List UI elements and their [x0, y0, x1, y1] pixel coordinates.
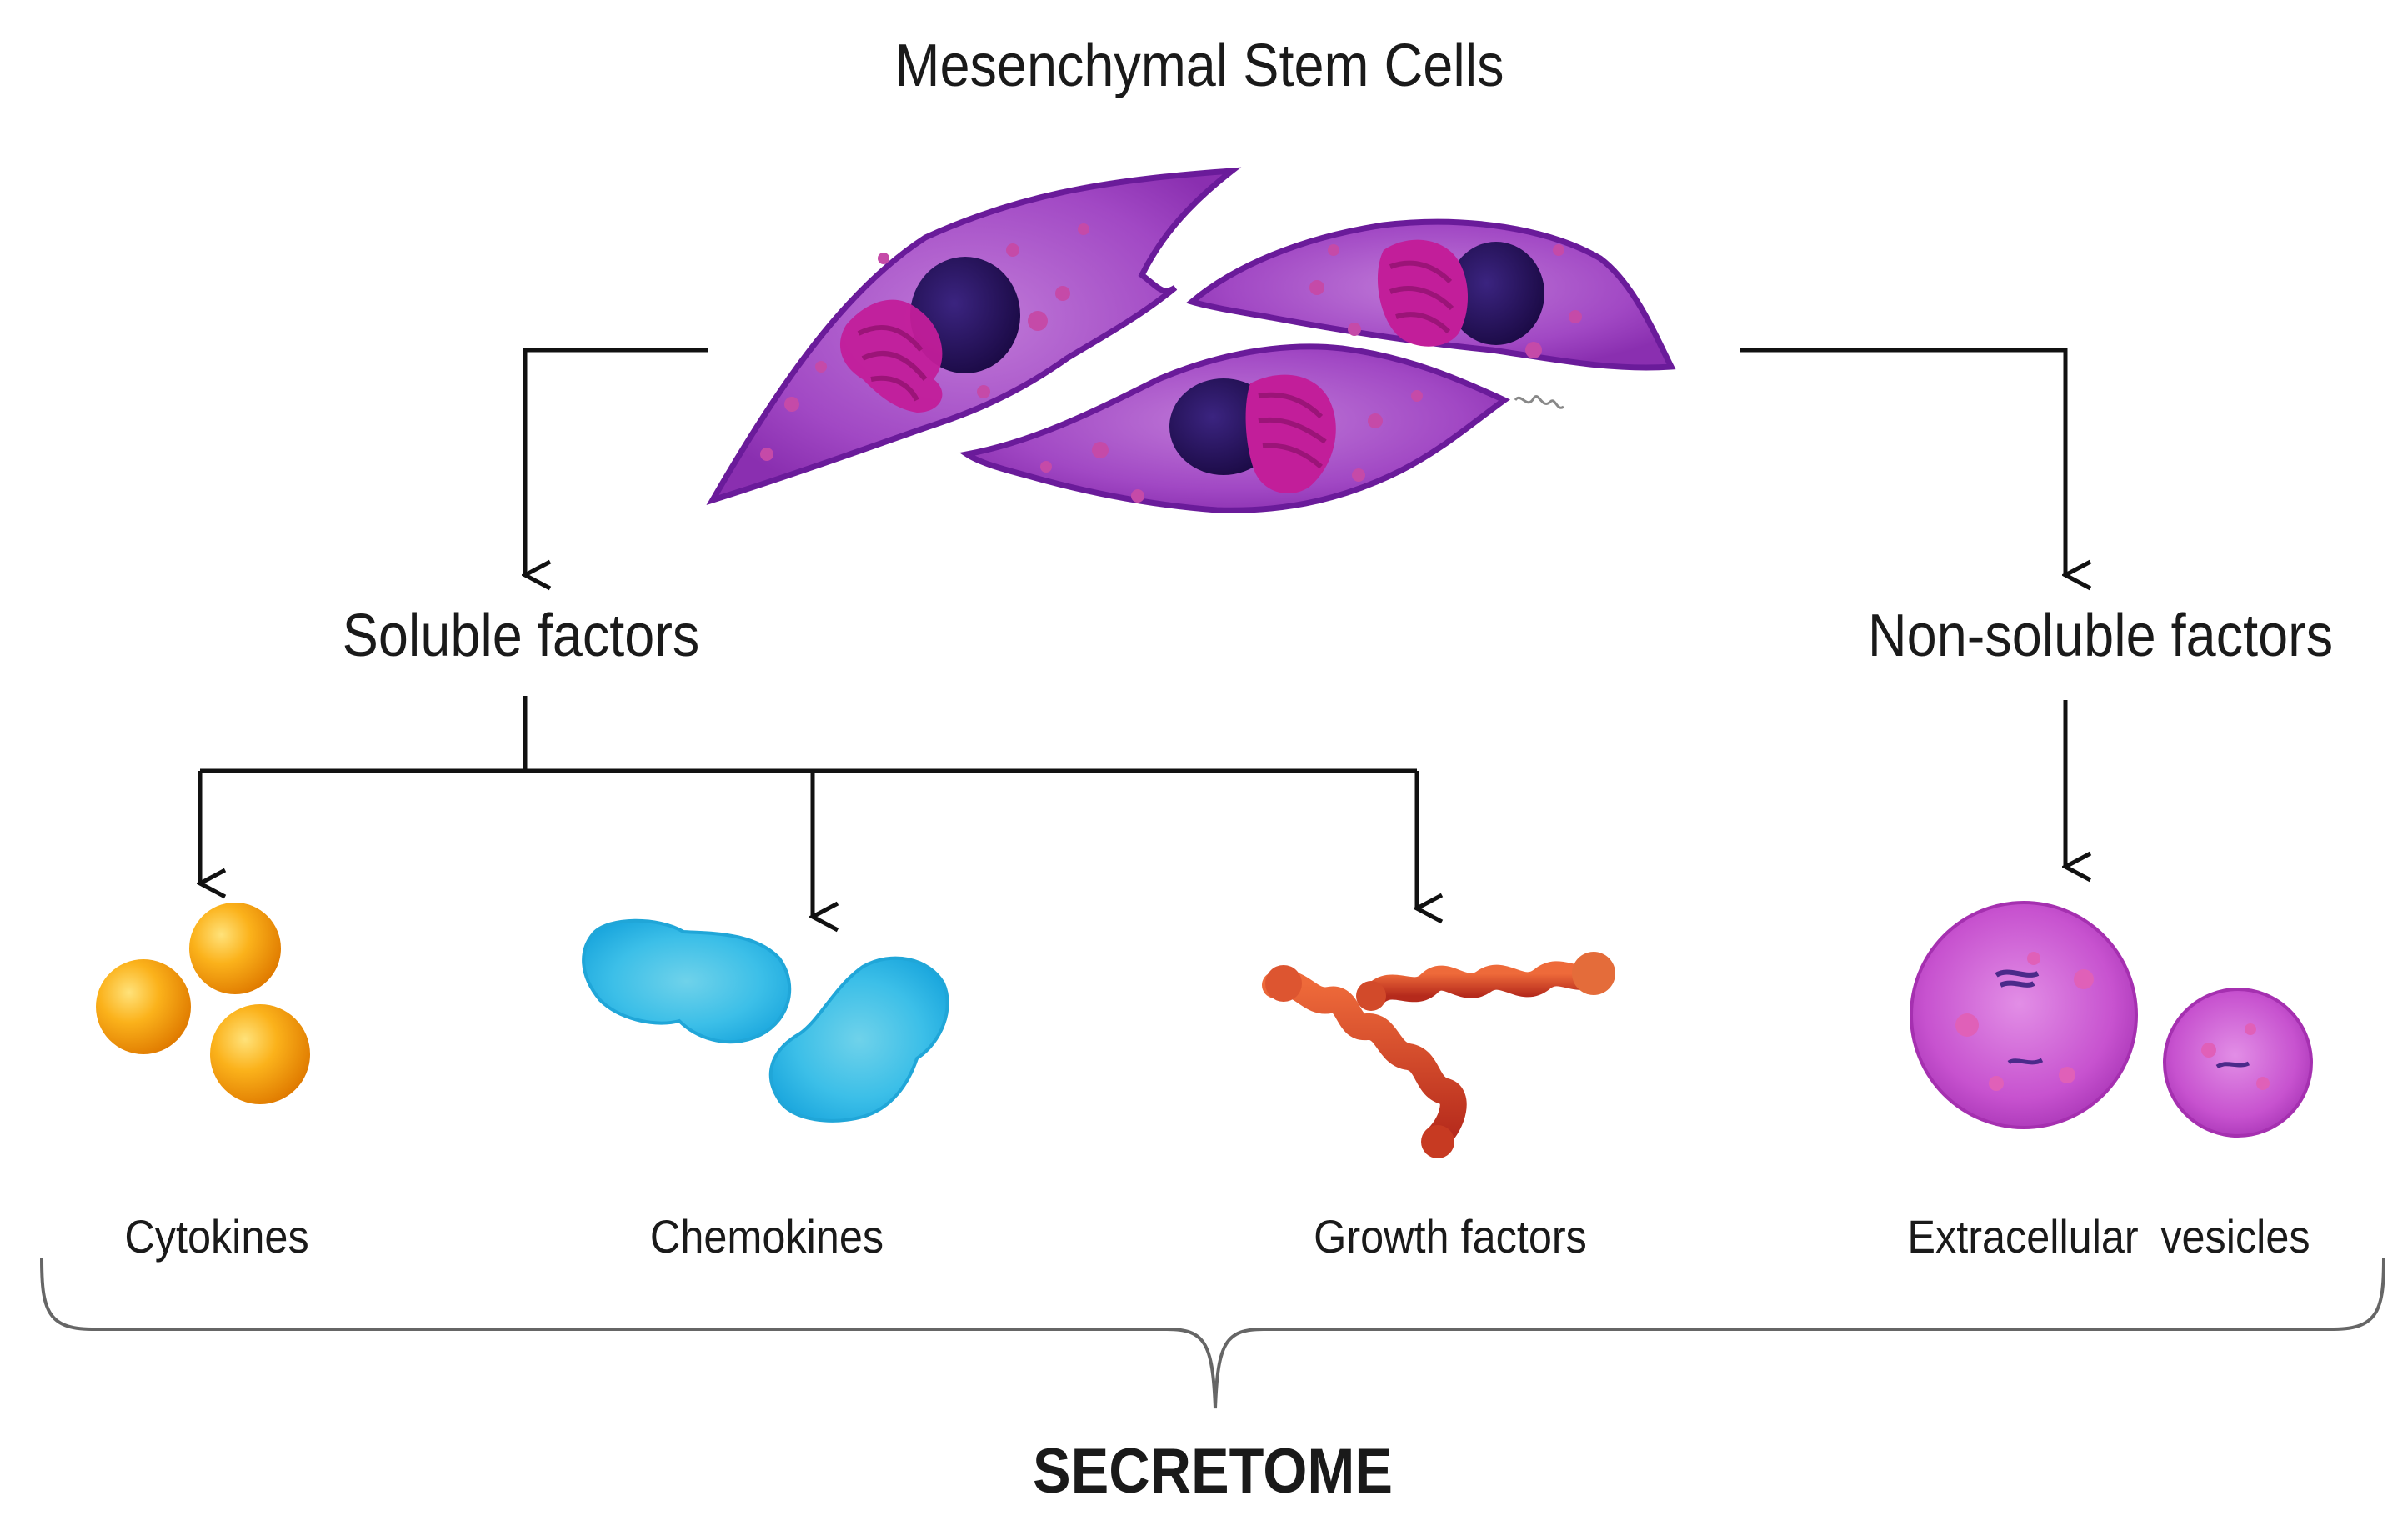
connector-lines [200, 348, 2065, 917]
soluble-factors-label: Soluble factors [342, 603, 700, 669]
extracellular-vesicles-label: Extracellular vesicles [1907, 1210, 2310, 1263]
growth-factors-illustration [1262, 952, 1615, 1158]
secretome-brace [40, 1258, 2385, 1409]
growth-factors-label: Growth factors [1314, 1210, 1587, 1263]
stem-cells-illustration [706, 167, 1676, 513]
diagram-title: Mesenchymal Stem Cells [894, 33, 1504, 99]
signature-mark [1514, 395, 1564, 409]
chemokines-illustration [582, 918, 949, 1123]
cytokines-label: Cytokines [124, 1210, 309, 1263]
arrow-to-non-soluble [1740, 348, 2065, 575]
arrow-to-soluble [525, 348, 708, 575]
secretome-label: SECRETOME [1032, 1436, 1393, 1507]
cytokines-illustration [96, 903, 310, 1104]
stem-cell-right [1185, 218, 1676, 371]
non-soluble-factors-label: Non-soluble factors [1867, 603, 2334, 669]
stem-cell-bottom [959, 343, 1510, 513]
extracellular-vesicles-illustration [1910, 901, 2313, 1138]
stem-cell-left [706, 167, 1242, 506]
chemokines-label: Chemokines [649, 1210, 884, 1263]
